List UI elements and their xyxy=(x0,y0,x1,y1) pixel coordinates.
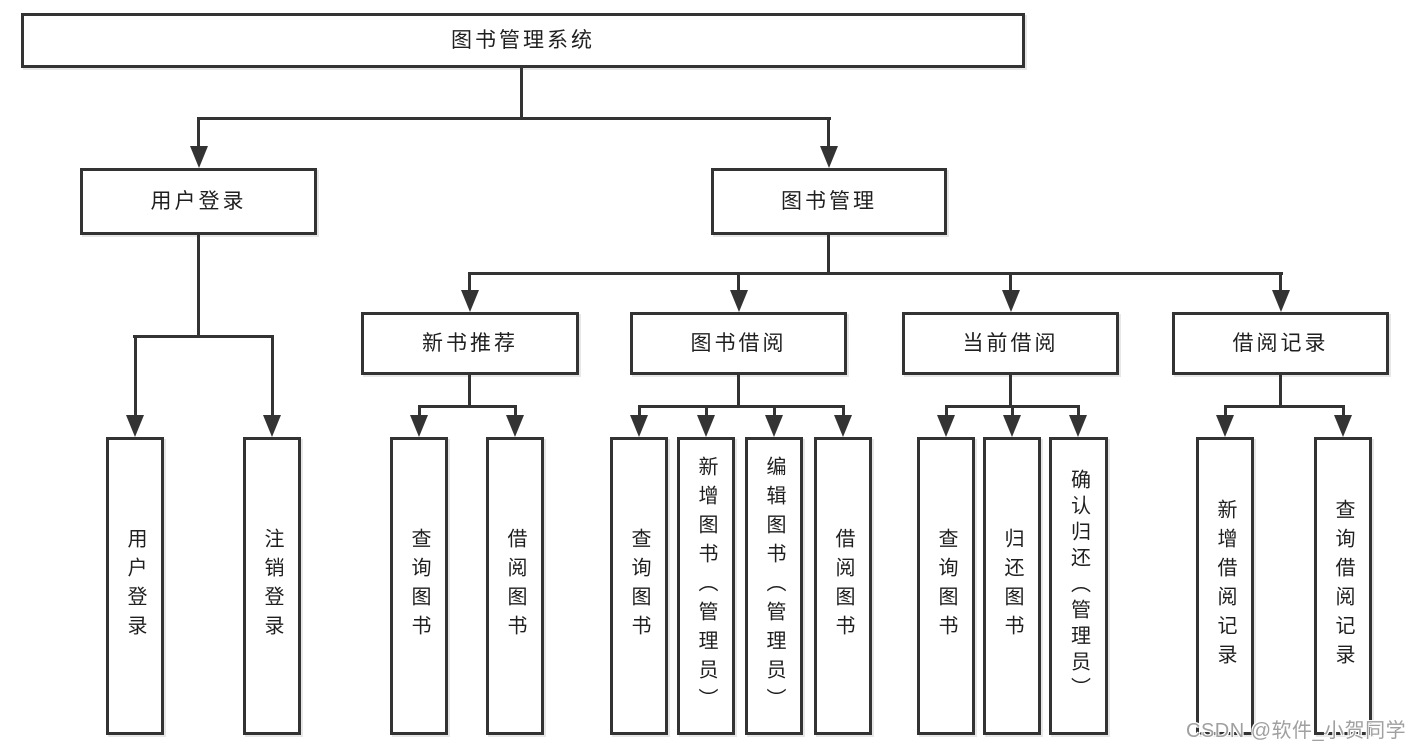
connector-shaft xyxy=(945,405,948,417)
arrowhead-down-icon xyxy=(461,290,479,312)
arrowhead-down-icon xyxy=(263,415,281,437)
arrowhead-down-icon xyxy=(820,146,838,168)
arrowhead-down-icon xyxy=(1002,290,1020,312)
node-label: 新书推荐 xyxy=(422,332,518,355)
connector-book-borrowing-split xyxy=(638,405,845,408)
connector-shaft xyxy=(1011,405,1014,417)
arrowhead-down-icon xyxy=(1334,415,1352,437)
connector-book-management-split xyxy=(468,272,1283,275)
node-label: 借阅记录 xyxy=(1232,332,1329,355)
leaf-return-book: 归还图书 xyxy=(983,437,1041,735)
node-label: 归还图书 xyxy=(1001,528,1023,644)
connector-book-management-stem xyxy=(827,235,830,275)
node-label: 借阅图书 xyxy=(832,528,854,644)
leaf-query-books-current: 查询图书 xyxy=(917,437,975,735)
node-label: 图书借阅 xyxy=(690,332,787,355)
connector-shaft-book-borrowing xyxy=(737,272,740,292)
connector-current-borrowing-stem xyxy=(1009,375,1012,408)
arrowhead-down-icon xyxy=(506,415,524,437)
leaf-add-borrow-record: 新增借阅记录 xyxy=(1196,437,1254,735)
arrowhead-down-icon xyxy=(730,290,748,312)
leaf-user-login: 用户登录 xyxy=(106,437,164,735)
connector-new-book-split xyxy=(418,405,516,408)
node-user-login: 用户登录 xyxy=(80,168,317,235)
connector-shaft xyxy=(705,405,708,417)
connector-shaft xyxy=(514,405,517,417)
node-book-management: 图书管理 xyxy=(711,168,947,235)
arrowhead-down-icon xyxy=(410,415,428,437)
connector-root-split xyxy=(197,117,831,120)
connector-shaft-user-login xyxy=(197,117,200,150)
connector-shaft-book-management xyxy=(827,117,830,150)
connector-book-borrowing-stem xyxy=(737,375,740,408)
connector-shaft xyxy=(1077,405,1080,417)
leaf-add-book-admin: 新增图书（管理员） xyxy=(677,437,735,735)
connector-shaft xyxy=(773,405,776,417)
arrowhead-down-icon xyxy=(630,415,648,437)
arrowhead-down-icon xyxy=(834,415,852,437)
leaf-borrow-books-recommend: 借阅图书 xyxy=(486,437,544,735)
node-label: 查询图书 xyxy=(408,528,430,644)
connector-borrow-records-stem xyxy=(1279,375,1282,408)
node-label: 查询图书 xyxy=(628,528,650,644)
node-label: 新增图书（管理员） xyxy=(695,455,717,717)
arrowhead-down-icon xyxy=(1272,290,1290,312)
leaf-query-books-recommend: 查询图书 xyxy=(390,437,448,735)
node-label: 图书管理系统 xyxy=(451,29,595,52)
connector-shaft xyxy=(842,405,845,417)
leaf-confirm-return-admin: 确认归还（管理员） xyxy=(1049,437,1108,735)
node-new-book-recommendation: 新书推荐 xyxy=(361,312,579,375)
connector-shaft xyxy=(418,405,421,417)
connector-borrow-records-split xyxy=(1224,405,1345,408)
connector-shaft-current-borrowing xyxy=(1009,272,1012,292)
arrowhead-down-icon xyxy=(126,415,144,437)
connector-shaft-leaf-logout xyxy=(271,335,274,417)
node-label: 借阅图书 xyxy=(504,528,526,644)
connector-user-login-stem xyxy=(197,235,200,338)
node-label: 确认归还（管理员） xyxy=(1067,469,1090,703)
arrowhead-down-icon xyxy=(190,146,208,168)
node-label: 新增借阅记录 xyxy=(1214,499,1236,673)
connector-shaft-borrow-records xyxy=(1279,272,1282,292)
node-label: 用户登录 xyxy=(124,528,146,644)
node-borrow-records: 借阅记录 xyxy=(1172,312,1389,375)
watermark-text: CSDN @软件_小贺同学 xyxy=(1186,720,1405,742)
leaf-edit-book-admin: 编辑图书（管理员） xyxy=(745,437,803,735)
connector-shaft xyxy=(638,405,641,417)
node-label: 当前借阅 xyxy=(962,332,1059,355)
arrowhead-down-icon xyxy=(1003,415,1021,437)
connector-shaft xyxy=(1224,405,1227,417)
leaf-borrow-books: 借阅图书 xyxy=(814,437,872,735)
connector-user-login-split xyxy=(133,335,274,338)
node-label: 注销登录 xyxy=(261,528,283,644)
arrowhead-down-icon xyxy=(697,415,715,437)
connector-shaft xyxy=(1342,405,1345,417)
connector-shaft-leaf-user-login xyxy=(134,335,137,417)
connector-shaft-new-book-recommendation xyxy=(468,272,471,292)
node-label: 编辑图书（管理员） xyxy=(763,455,785,717)
node-current-borrowing: 当前借阅 xyxy=(902,312,1119,375)
node-book-borrowing: 图书借阅 xyxy=(630,312,847,375)
connector-root-stem xyxy=(520,66,523,120)
arrowhead-down-icon xyxy=(937,415,955,437)
leaf-query-borrow-record: 查询借阅记录 xyxy=(1314,437,1372,735)
node-label: 查询图书 xyxy=(935,528,957,644)
node-label: 图书管理 xyxy=(781,190,877,213)
node-library-management-system: 图书管理系统 xyxy=(21,13,1025,68)
leaf-query-books-borrowing: 查询图书 xyxy=(610,437,668,735)
arrowhead-down-icon xyxy=(1216,415,1234,437)
arrowhead-down-icon xyxy=(1069,415,1087,437)
node-label: 用户登录 xyxy=(150,190,247,213)
leaf-logout: 注销登录 xyxy=(243,437,301,735)
connector-new-book-stem xyxy=(468,375,471,408)
node-label: 查询借阅记录 xyxy=(1332,499,1354,673)
arrowhead-down-icon xyxy=(765,415,783,437)
